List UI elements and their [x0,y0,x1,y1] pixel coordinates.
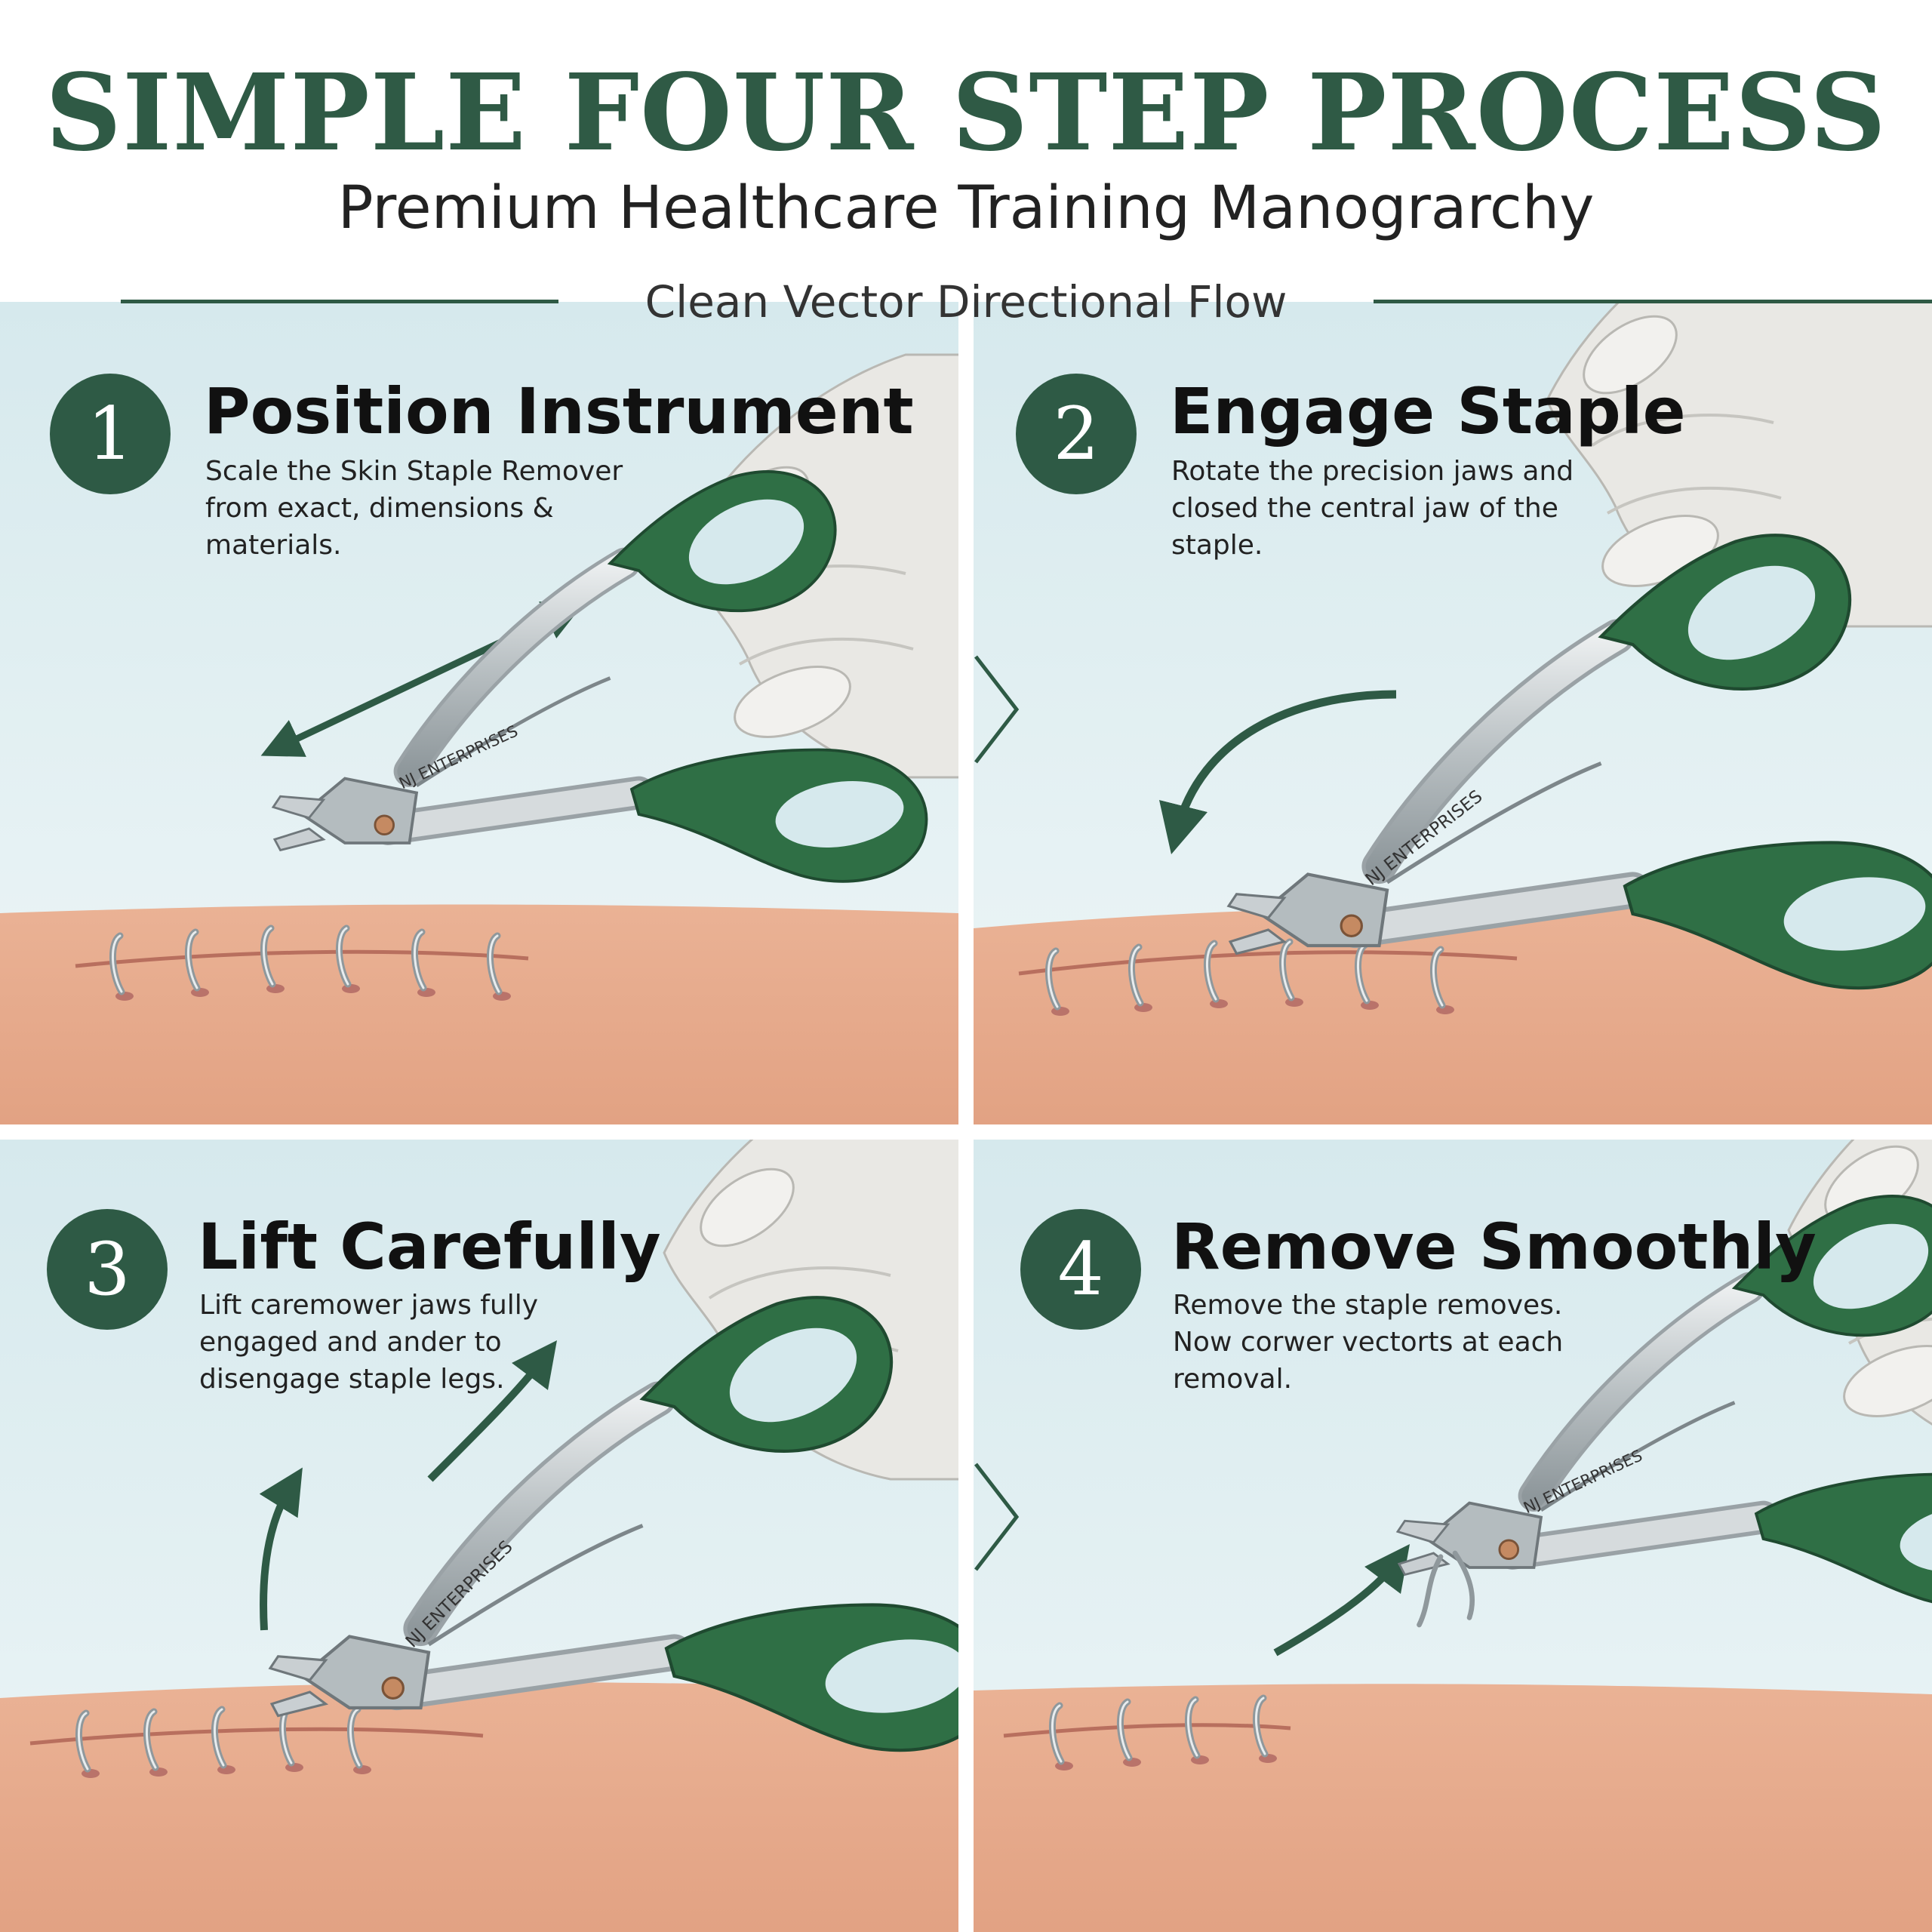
step-panel-3: NJ ENTERPRISES 3 Lift Carefully Lift car… [0,1140,958,1932]
step-title: Position Instrument [204,374,914,448]
step-title: Remove Smoothly [1171,1210,1817,1284]
flow-divider-right [1374,300,1932,303]
flow-divider-left [121,300,558,303]
step-description: Remove the staple removes. Now corwer ve… [1173,1290,1564,1395]
flow-row: Clean Vector Directional Flow [0,272,1932,332]
step-number-badge: 3 [47,1209,168,1330]
step-panel-2: NJ ENTERPRISES 2 Engage Staple Rotate th… [974,302,1932,1124]
page-subtitle: Premium Healthcare Training Manograrchy [337,174,1595,242]
remove-arrow [1273,1544,1411,1657]
flow-label: Clean Vector Directional Flow [645,276,1287,328]
step-description: Lift caremower jaws fully engaged and an… [199,1290,539,1395]
step-title: Engage Staple [1170,374,1686,448]
step-1-illustration: NJ ENTERPRISES [0,302,958,1124]
rotate-arrow [1159,690,1397,855]
page-title: SIMPLE FOUR STEP PROCESS [45,51,1887,175]
header: SIMPLE FOUR STEP PROCESS Premium Healthc… [0,0,1932,302]
step-description: Scale the Skin Staple Remover from exact… [205,456,623,561]
step-number-badge: 1 [50,374,171,494]
step-number-badge: 4 [1020,1209,1141,1330]
chevron-right-icon [974,1463,1020,1571]
chevron-right-icon [974,655,1020,764]
step-panel-1: NJ ENTERPRISES 1 Position Instrument Sca… [0,302,958,1124]
lift-arrow [427,1340,558,1482]
lift-arrow [259,1467,303,1631]
step-description: Rotate the precision jaws and closed the… [1171,456,1574,561]
step-number-badge: 2 [1016,374,1137,494]
step-title: Lift Carefully [198,1210,661,1284]
step-panel-4: NJ ENTERPRISES 4 Remove Smoothly Remove … [974,1140,1932,1932]
